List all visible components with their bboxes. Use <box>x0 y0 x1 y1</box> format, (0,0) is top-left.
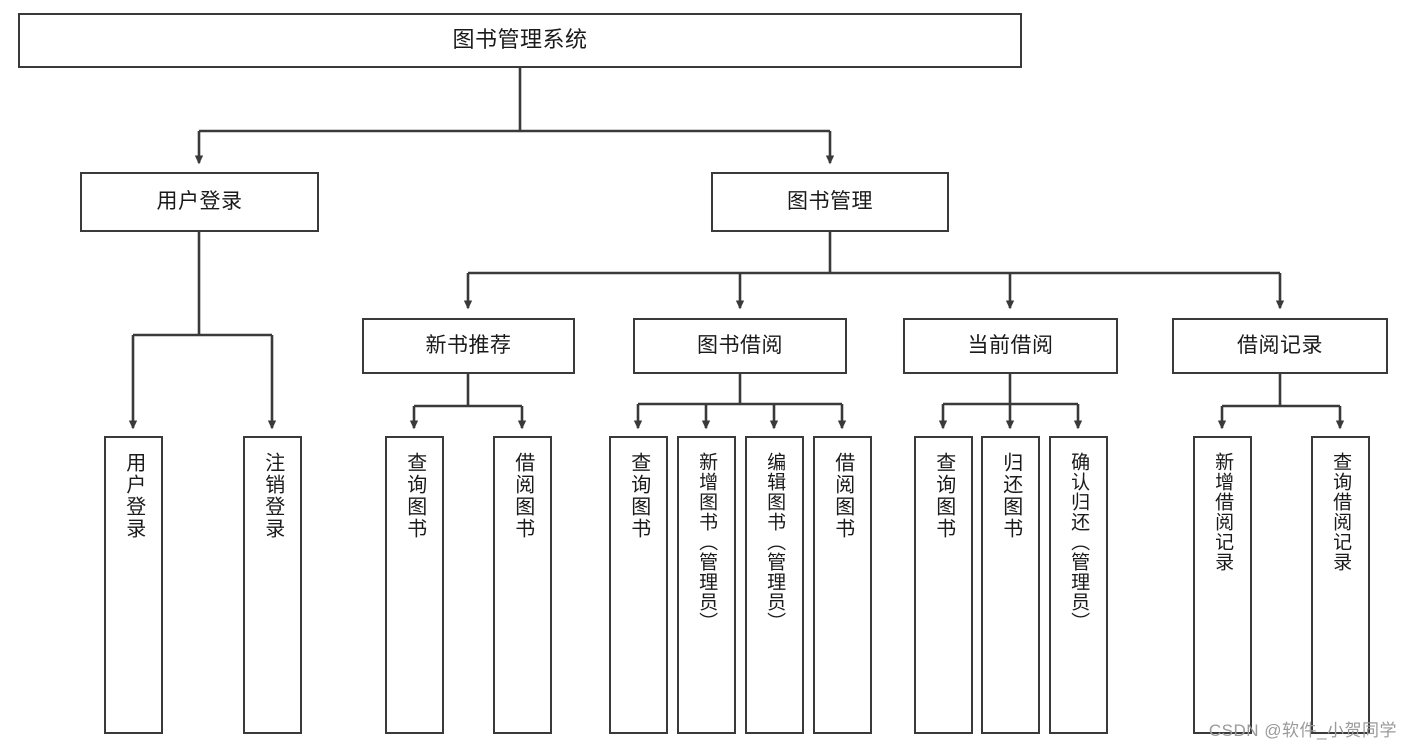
node-book-management[interactable]: 图书管理 <box>711 172 949 232</box>
node-label: 新书推荐 <box>425 334 512 358</box>
node-current-borrow[interactable]: 当前借阅 <box>903 318 1118 374</box>
leaf-query-book-borrow[interactable]: 查询图书 <box>609 436 668 734</box>
node-label: 归还图书 <box>999 452 1022 540</box>
node-label: 当前借阅 <box>967 334 1054 358</box>
leaf-confirm-return-admin[interactable]: 确认归还（管理员） <box>1049 436 1108 734</box>
node-label: 查询图书 <box>403 452 426 540</box>
leaf-add-book-admin[interactable]: 新增图书（管理员） <box>677 436 736 734</box>
node-book-borrow[interactable]: 图书借阅 <box>633 318 847 374</box>
leaf-borrow-book-recommend[interactable]: 借阅图书 <box>493 436 552 734</box>
node-label: 用户登录 <box>122 452 145 540</box>
node-label: 图书借阅 <box>697 334 783 358</box>
node-label: 查询图书 <box>627 452 650 540</box>
node-label: 查询借阅记录 <box>1330 452 1352 572</box>
node-label: 编辑图书（管理员） <box>764 452 786 632</box>
node-label: 新增借阅记录 <box>1212 452 1234 572</box>
node-borrow-records[interactable]: 借阅记录 <box>1172 318 1388 374</box>
leaf-query-book-current[interactable]: 查询图书 <box>914 436 973 734</box>
leaf-borrow-book[interactable]: 借阅图书 <box>813 436 872 734</box>
node-label: 借阅图书 <box>831 452 854 540</box>
node-root-system[interactable]: 图书管理系统 <box>18 13 1022 68</box>
node-label: 借阅记录 <box>1237 334 1323 358</box>
node-label: 用户登录 <box>156 190 243 214</box>
node-label: 查询图书 <box>932 452 955 540</box>
node-new-book-recommend[interactable]: 新书推荐 <box>362 318 575 374</box>
node-label: 图书管理 <box>787 190 873 214</box>
leaf-add-borrow-record[interactable]: 新增借阅记录 <box>1193 436 1252 734</box>
leaf-return-book[interactable]: 归还图书 <box>981 436 1040 734</box>
leaf-query-book-recommend[interactable]: 查询图书 <box>385 436 444 734</box>
node-label: 注销登录 <box>261 452 284 540</box>
leaf-logout[interactable]: 注销登录 <box>243 436 302 734</box>
watermark-text: CSDN @软件_小贺同学 <box>1208 721 1397 740</box>
node-user-login[interactable]: 用户登录 <box>80 172 319 232</box>
node-label: 借阅图书 <box>511 452 534 540</box>
leaf-user-login[interactable]: 用户登录 <box>104 436 163 734</box>
node-label: 新增图书（管理员） <box>696 452 718 632</box>
node-label: 图书管理系统 <box>452 27 588 53</box>
node-label: 确认归还（管理员） <box>1068 452 1090 632</box>
leaf-edit-book-admin[interactable]: 编辑图书（管理员） <box>745 436 804 734</box>
leaf-query-borrow-record[interactable]: 查询借阅记录 <box>1311 436 1370 734</box>
